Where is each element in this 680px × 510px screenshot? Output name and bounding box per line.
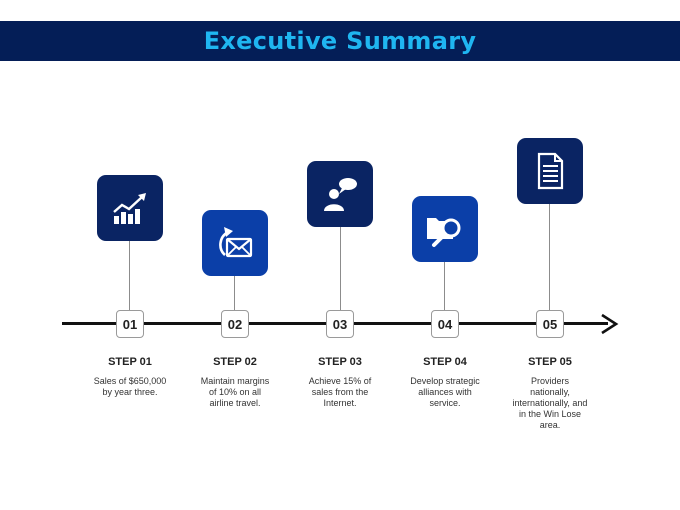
step-2-label: STEP 02: [213, 356, 257, 368]
arrow-head-icon: [601, 313, 619, 335]
step-4-label: STEP 04: [423, 356, 467, 368]
step-4-description: Develop strategic alliances with service…: [410, 376, 480, 408]
step-3-number: 03: [326, 310, 354, 338]
reply-mail-icon: [219, 227, 253, 258]
step-1-icon-box: [97, 175, 163, 241]
step-5-number: 05: [536, 310, 564, 338]
step-3-icon-box: [307, 161, 373, 227]
step-1-number: 01: [116, 310, 144, 338]
step-2-number: 02: [221, 310, 249, 338]
step-5-label: STEP 05: [528, 356, 572, 368]
step-4-icon-box: [412, 196, 478, 262]
step-2-icon-box: [202, 210, 268, 276]
step-1-description: Sales of $650,000 by year three.: [93, 376, 167, 397]
person-speech-icon: [324, 178, 357, 211]
step-5-description: Providers nationally, internationally, a…: [512, 376, 588, 430]
connector-4: [444, 261, 445, 312]
page-title: Executive Summary: [203, 27, 477, 55]
step-5-icon-box: [517, 138, 583, 204]
title-bar: Executive Summary: [0, 21, 680, 61]
step-3-label: STEP 03: [318, 356, 362, 368]
connector-3: [340, 226, 341, 312]
folder-search-icon: [427, 218, 461, 247]
step-3-description: Achieve 15% of sales from the Internet.: [308, 376, 372, 408]
connector-1: [129, 240, 130, 312]
document-icon: [537, 152, 564, 190]
growth-chart-icon: [113, 193, 146, 224]
step-4-number: 04: [431, 310, 459, 338]
step-1-label: STEP 01: [108, 356, 152, 368]
step-2-description: Maintain margins of 10% on all airline t…: [200, 376, 270, 408]
connector-5: [549, 203, 550, 312]
connector-2: [234, 275, 235, 312]
